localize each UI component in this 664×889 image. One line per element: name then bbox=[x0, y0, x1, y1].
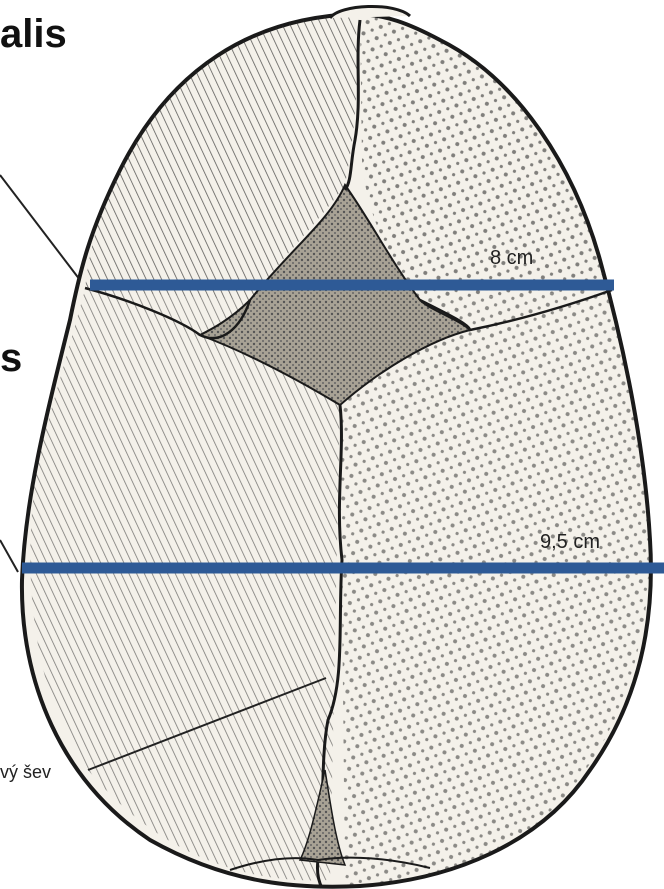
middle-label: s bbox=[0, 338, 22, 378]
leader-line-middle bbox=[0, 540, 18, 572]
nasal-notch bbox=[330, 6, 410, 18]
frontal-bone-right bbox=[360, 14, 608, 300]
top-label: alis bbox=[0, 14, 67, 54]
measure-label-lower: 9,5 cm bbox=[540, 532, 600, 552]
measure-label-upper: 8 cm bbox=[490, 248, 533, 268]
parietal-bone-right bbox=[340, 290, 651, 886]
leader-line-top bbox=[0, 175, 80, 280]
suture-label: vý šev bbox=[0, 763, 51, 781]
